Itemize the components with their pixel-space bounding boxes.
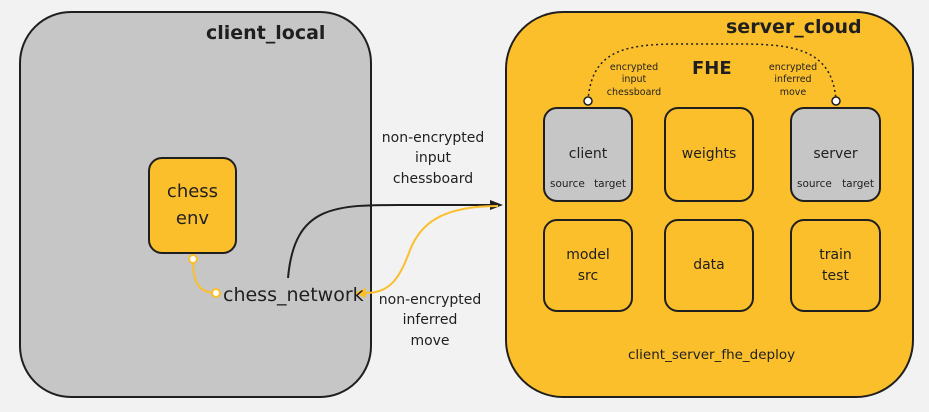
chess-network-label: chess_network [223,284,364,306]
input-chessboard-edge-label: non-encrypted input chessboard [381,130,485,187]
client-source-port-label: source [550,177,585,190]
inferred-move-edge-label: non-encrypted inferred move [378,292,482,349]
model-src-label: model src [566,247,610,284]
encrypted-input-label: encrypted input chessboard [606,62,662,98]
edge-move-arrowhead [354,288,366,298]
server-cloud-title: server_cloud [726,16,862,38]
encrypted-move-label: encrypted inferred move [768,62,818,98]
server-cloud-panel [505,11,914,398]
client-port [583,96,593,106]
edge-input-chessboard [287,203,490,279]
server-source-port-label: source [797,177,832,190]
fhe-label: FHE [692,58,732,79]
client-local-title: client_local [206,22,326,44]
data-label: data [693,257,725,274]
train-test-label: train test [819,247,852,284]
env-port [188,254,198,264]
client-node-ports: source target [545,177,631,192]
weights-label: weights [681,146,737,163]
weights-node[interactable]: weights [664,107,754,202]
edge-env-network [192,258,218,294]
client-target-port-label: target [594,177,626,190]
network-port [211,288,221,298]
client-node-label: client [568,146,608,163]
client-node[interactable]: client source target [543,107,633,202]
server-target-port-label: target [842,177,874,190]
fhe-encrypted-link [587,43,837,102]
server-node[interactable]: server source target [790,107,881,202]
chess-env-label: chess env [166,181,219,229]
server-port [831,96,841,106]
data-node[interactable]: data [664,219,754,312]
server-node-label: server [813,146,858,163]
edge-input-arrowhead [490,200,503,210]
chess-env-node[interactable]: chess env [148,157,237,254]
client-server-fhe-deploy-label: client_server_fhe_deploy [628,347,796,363]
server-node-ports: source target [792,177,879,192]
model-src-node[interactable]: model src [543,219,633,312]
edge-inferred-move [365,205,499,294]
train-test-node[interactable]: train test [790,219,881,312]
